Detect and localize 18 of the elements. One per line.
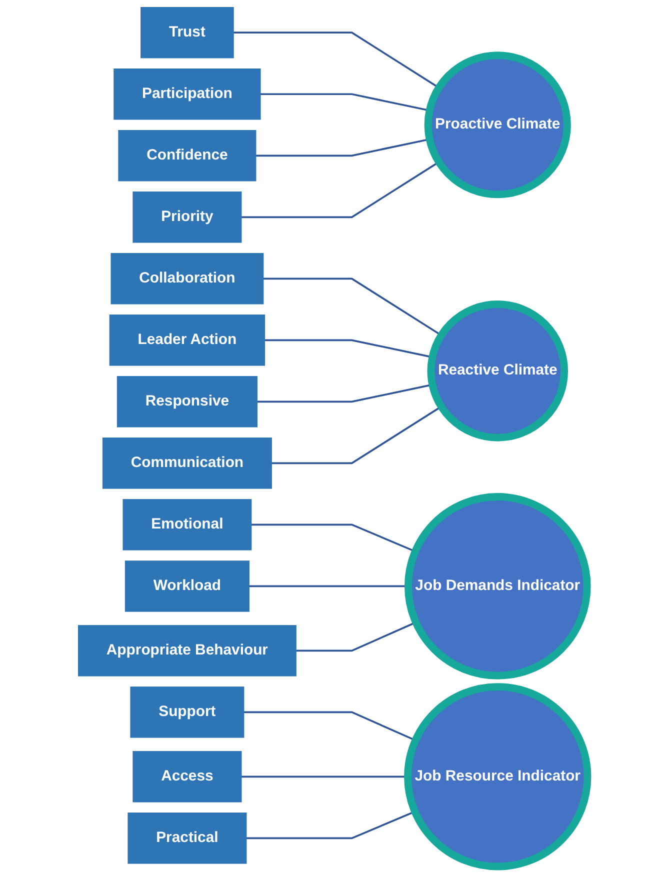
node-circle: Proactive Climate bbox=[424, 52, 570, 198]
node-box: Responsive bbox=[116, 376, 257, 428]
node-box: Appropriate Behaviour bbox=[78, 625, 296, 676]
node-circle: Job Demands Indicator bbox=[404, 493, 590, 680]
node-box: Access bbox=[132, 751, 242, 802]
node-box: Priority bbox=[132, 192, 242, 243]
node-box: Communication bbox=[102, 438, 272, 489]
node-circle: Reactive Climate bbox=[426, 300, 568, 442]
node-box: Practical bbox=[127, 812, 246, 864]
node-box: Trust bbox=[140, 7, 234, 58]
node-box: Emotional bbox=[122, 499, 252, 550]
node-box: Leader Action bbox=[108, 314, 265, 366]
node-box: Confidence bbox=[118, 130, 256, 182]
node-box: Support bbox=[130, 686, 244, 738]
node-circle: Job Resource Indicator bbox=[404, 683, 591, 870]
node-box: Collaboration bbox=[110, 253, 264, 304]
node-box: Workload bbox=[124, 560, 249, 612]
node-box: Participation bbox=[113, 68, 260, 120]
